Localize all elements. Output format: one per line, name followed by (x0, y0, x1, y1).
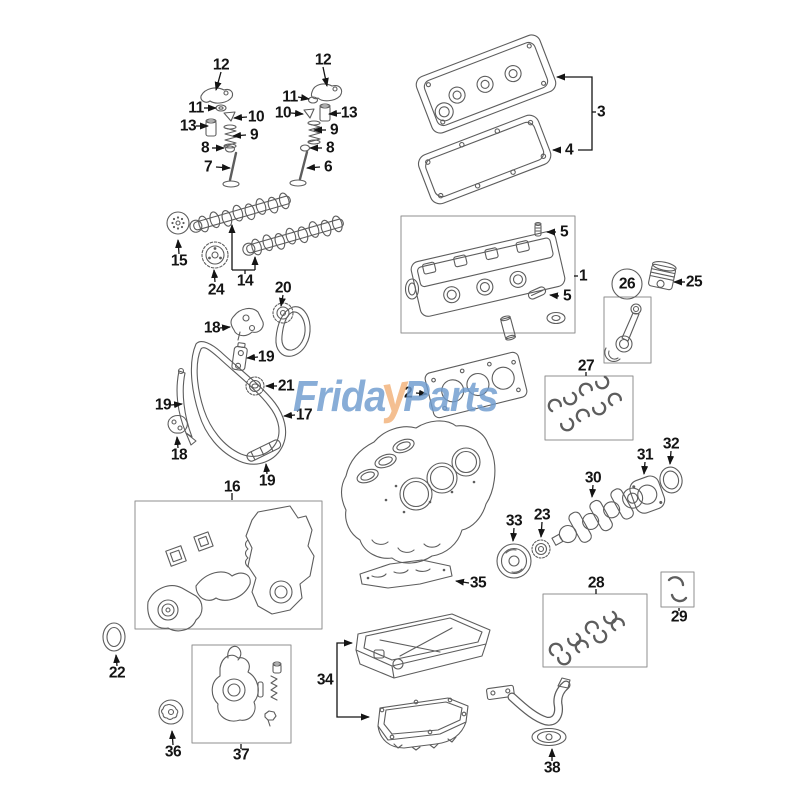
watermark-text-left: Frida (293, 372, 386, 421)
box-oil-pump-37 (191, 644, 292, 744)
chain-guide-left-drawing (176, 367, 197, 446)
rear-main-seal-drawing (659, 466, 683, 494)
vvt-gear-drawing (201, 241, 229, 269)
valve-cover-gasket-drawing (417, 114, 552, 205)
rear-seal-housing-drawing (629, 475, 666, 514)
chain-bracket-lower-drawing (167, 414, 188, 434)
oil-pump-rotor-drawing (158, 699, 184, 725)
oil-pan-lower-drawing (377, 697, 469, 751)
piston-drawing (647, 261, 677, 291)
cylinder-head-drawing (404, 221, 566, 341)
watermark: Frida y Parts (293, 363, 499, 424)
valve-cover-drawing (415, 34, 557, 134)
box-main-bearings-28 (542, 593, 648, 668)
valve-train-left-drawing (200, 87, 240, 188)
oil-pump-body-drawing (211, 645, 282, 727)
oil-pan-upper-drawing (355, 613, 491, 679)
chain-guide-bottom-drawing (246, 439, 282, 462)
crank-pulley-drawing (496, 543, 532, 579)
connecting-rod-drawing (604, 303, 642, 363)
box-timing-cover-16 (134, 500, 323, 630)
watermark-text-right: Parts (403, 372, 498, 421)
box-rod-bearings-27 (544, 375, 634, 441)
camshaft-chain-drawing (275, 306, 311, 357)
baffle-plate-drawing (359, 559, 453, 589)
camshaft-plate-drawing (166, 211, 190, 235)
crankshaft-drawing (551, 487, 644, 546)
camshaft-intake-drawing (189, 192, 291, 233)
highlight-circle-26 (611, 268, 643, 300)
box-cylinder-head (400, 215, 576, 334)
crank-seal-front-drawing (102, 622, 126, 652)
camshaft-exhaust-drawing (242, 215, 344, 256)
timing-cover-drawing (147, 505, 315, 632)
thrust-washer-drawing (667, 576, 688, 603)
chain-tensioner-upper-drawing (230, 307, 264, 341)
head-gasket-drawing (424, 351, 528, 419)
box-thrust-washer-29 (660, 571, 695, 608)
crank-gear-drawing (531, 539, 551, 559)
oil-strainer-drawing (486, 677, 571, 747)
box-connecting-rod (603, 296, 652, 364)
timing-chain-drawing (190, 341, 287, 465)
engine-block-drawing (340, 420, 496, 564)
